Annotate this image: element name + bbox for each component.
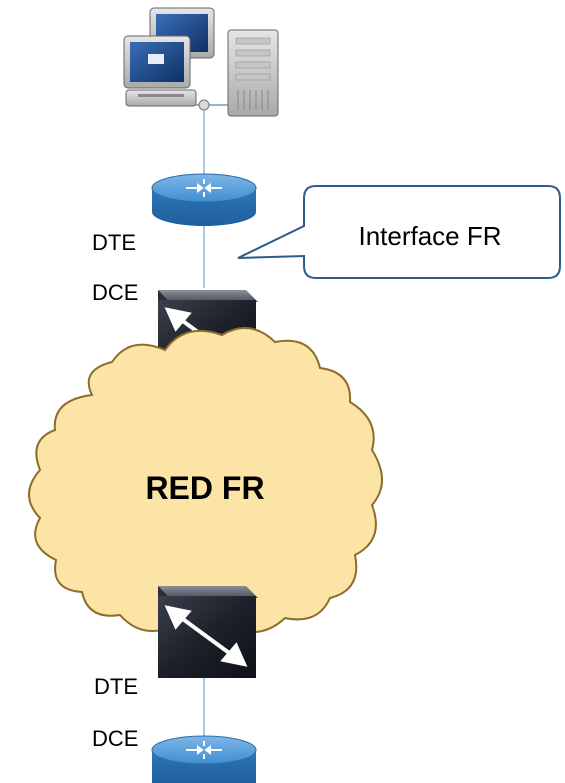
- workstation-server-icon: [123, 7, 279, 117]
- dte-label-bottom: DTE: [94, 674, 138, 699]
- dte-label-top: DTE: [92, 230, 136, 255]
- router-icon: [151, 735, 257, 783]
- cloud-label: RED FR: [145, 470, 265, 506]
- callout-label: Interface FR: [358, 220, 502, 251]
- callout-bubble: [237, 185, 561, 279]
- frame-relay-switch-icon: [158, 586, 258, 678]
- cloud-icon: [28, 327, 383, 636]
- dce-label-top: DCE: [92, 280, 139, 305]
- dce-label-bottom: DCE: [92, 726, 139, 751]
- router-icon: [151, 173, 257, 226]
